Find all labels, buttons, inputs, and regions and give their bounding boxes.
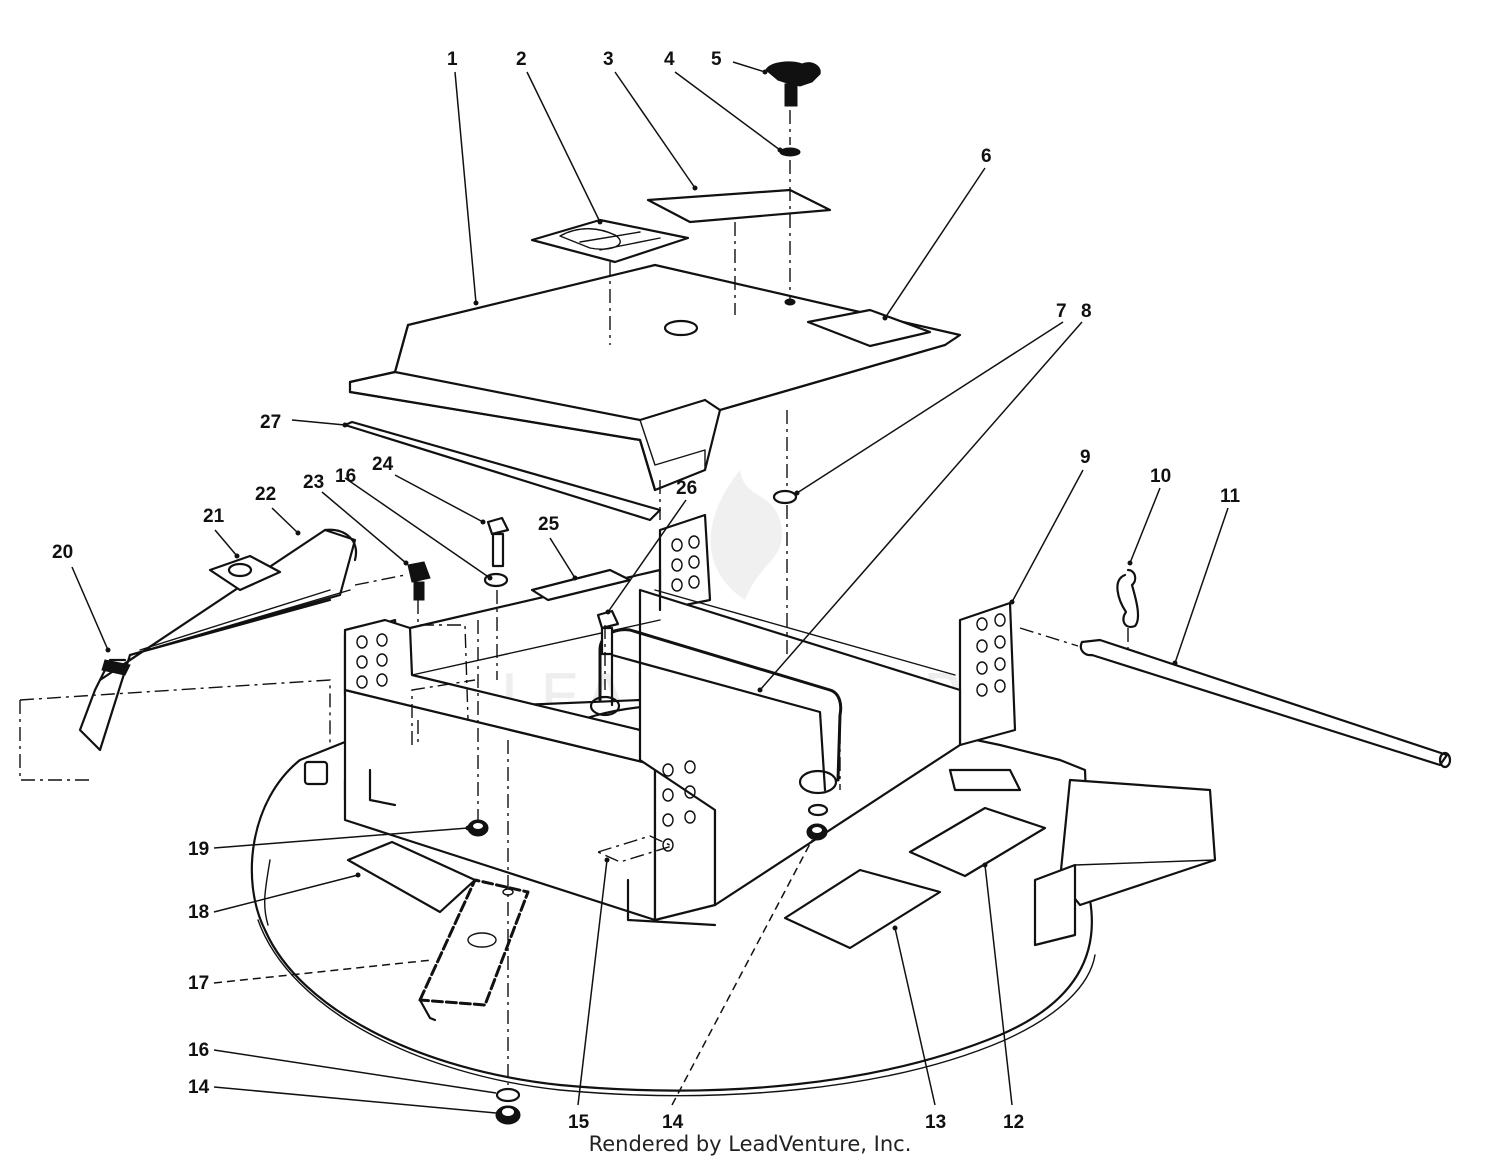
washer-16-bottom <box>495 1087 521 1103</box>
callout-14-deck-nut: 14 <box>662 1112 684 1133</box>
callout-7: 7 <box>1056 301 1067 322</box>
callout-6: 6 <box>981 146 992 167</box>
frame-holes-left <box>356 633 388 689</box>
pin-11 <box>1079 638 1452 769</box>
frame-holes-right <box>976 613 1006 697</box>
decal-25 <box>530 568 632 602</box>
callout-12: 12 <box>1003 1112 1024 1133</box>
spacer-23 <box>407 561 431 601</box>
callout-16-bottom: 16 <box>188 1040 209 1061</box>
nut-14-bottom <box>495 1105 521 1125</box>
callout-18: 18 <box>188 902 209 923</box>
callout-20: 20 <box>52 542 73 563</box>
callout-4: 4 <box>664 49 675 70</box>
callout-23: 23 <box>303 472 324 493</box>
decal-3 <box>646 188 832 224</box>
callout-10: 10 <box>1150 466 1171 487</box>
callout-19: 19 <box>188 839 209 860</box>
decal-13 <box>783 868 942 950</box>
frame-holes-rear <box>671 535 700 592</box>
nut-19 <box>467 819 489 837</box>
washer-16-top <box>483 572 509 588</box>
callout-15: 15 <box>568 1112 590 1133</box>
decal-2 <box>530 218 690 264</box>
mounting-frame <box>343 513 1017 927</box>
callout-labels: 1 2 3 4 5 6 7 8 9 10 11 12 13 14 14 15 1… <box>52 49 1241 1133</box>
decal-12 <box>908 806 1047 878</box>
callout-25: 25 <box>538 514 560 535</box>
knob-5 <box>765 61 821 107</box>
callout-21: 21 <box>203 506 225 527</box>
plate-21 <box>208 554 282 592</box>
washer-4 <box>779 147 801 157</box>
callout-9: 9 <box>1080 447 1091 468</box>
frame-holes-front <box>662 760 696 852</box>
callout-22: 22 <box>255 484 276 505</box>
callout-26: 26 <box>676 478 697 499</box>
callout-leaders <box>71 61 1229 1114</box>
callout-3: 3 <box>603 49 614 70</box>
top-cover <box>348 263 962 492</box>
callout-17: 17 <box>188 973 209 994</box>
callout-8: 8 <box>1081 301 1092 322</box>
render-credit: Rendered by LeadVenture, Inc. <box>588 1132 912 1156</box>
bolt-24 <box>486 516 510 568</box>
nut-14-deck <box>806 823 828 841</box>
callout-13: 13 <box>925 1112 946 1133</box>
callout-dots <box>105 69 1178 931</box>
callout-5: 5 <box>711 49 722 70</box>
washer-7 <box>772 489 798 505</box>
decal-15 <box>596 835 674 863</box>
hairpin-10 <box>1116 568 1140 628</box>
callout-16-top: 16 <box>335 466 356 487</box>
callout-14-bottom-nut: 14 <box>188 1077 210 1098</box>
decal-6 <box>806 308 932 348</box>
assembly-lines <box>19 110 1129 1085</box>
callout-11: 11 <box>1220 486 1241 507</box>
support-bracket-22 <box>78 528 358 752</box>
callout-2: 2 <box>516 49 527 70</box>
callout-1: 1 <box>447 49 458 70</box>
callout-27: 27 <box>260 412 281 433</box>
callout-24: 24 <box>372 454 394 475</box>
